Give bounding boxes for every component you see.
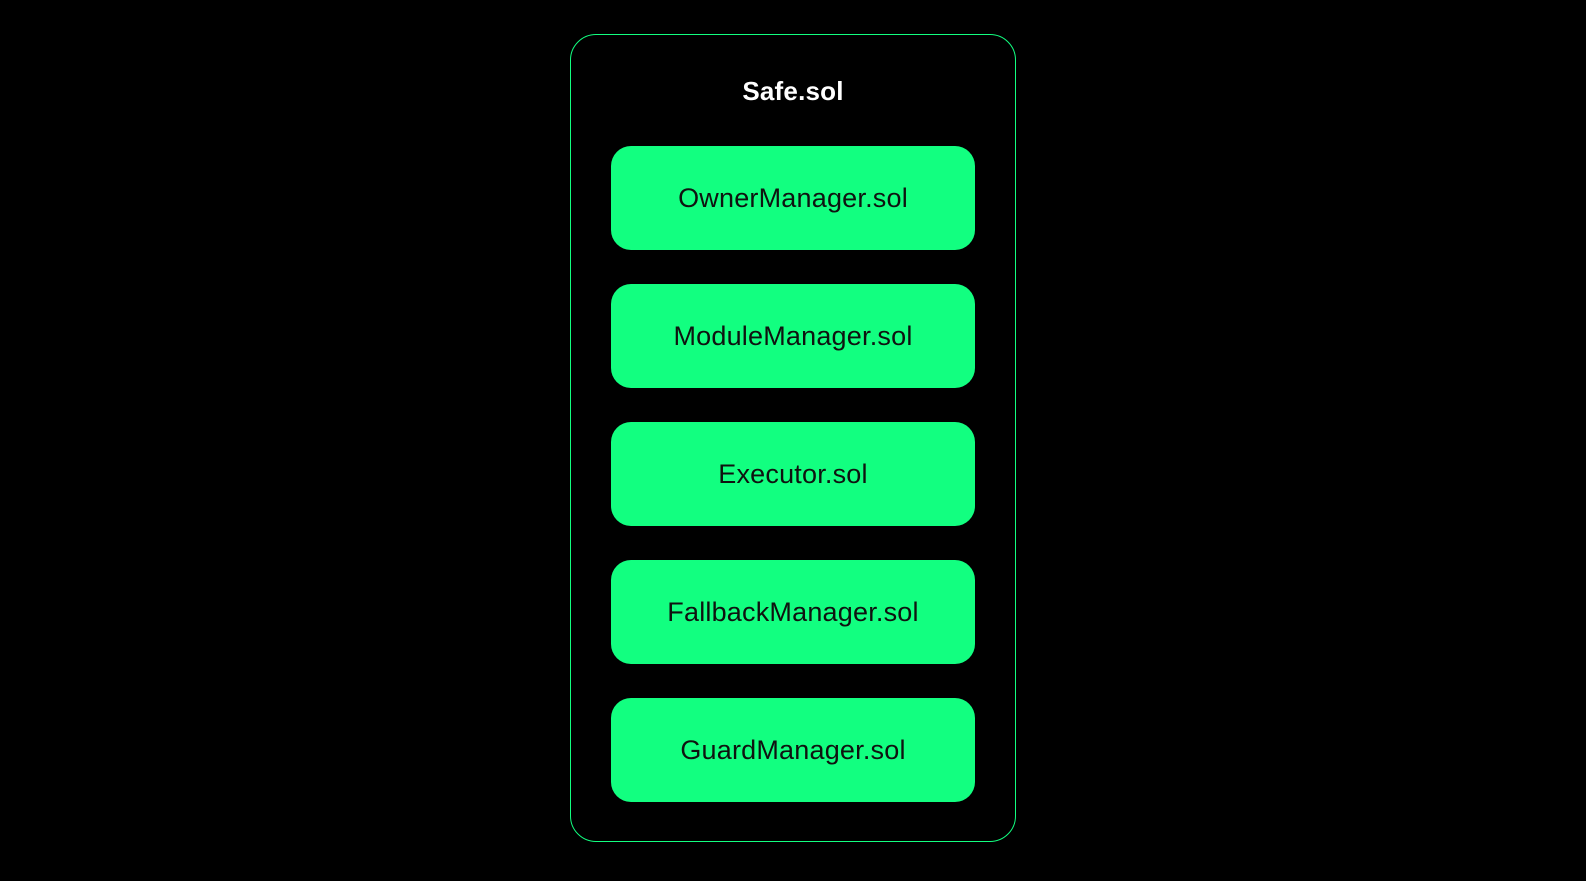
module-label: FallbackManager.sol (667, 596, 919, 627)
container-title: Safe.sol (742, 76, 844, 106)
module-box-fallback-manager: FallbackManager.sol (611, 560, 975, 664)
module-label: Executor.sol (718, 458, 868, 489)
module-box-guard-manager: GuardManager.sol (611, 698, 975, 802)
module-box-owner-manager: OwnerManager.sol (611, 146, 975, 250)
module-stack: OwnerManager.sol ModuleManager.sol Execu… (611, 146, 975, 802)
module-label: ModuleManager.sol (673, 320, 913, 351)
module-label: GuardManager.sol (680, 734, 906, 765)
safe-sol-container: Safe.sol OwnerManager.sol ModuleManager.… (570, 34, 1016, 842)
module-box-module-manager: ModuleManager.sol (611, 284, 975, 388)
module-label: OwnerManager.sol (678, 182, 908, 213)
module-box-executor: Executor.sol (611, 422, 975, 526)
